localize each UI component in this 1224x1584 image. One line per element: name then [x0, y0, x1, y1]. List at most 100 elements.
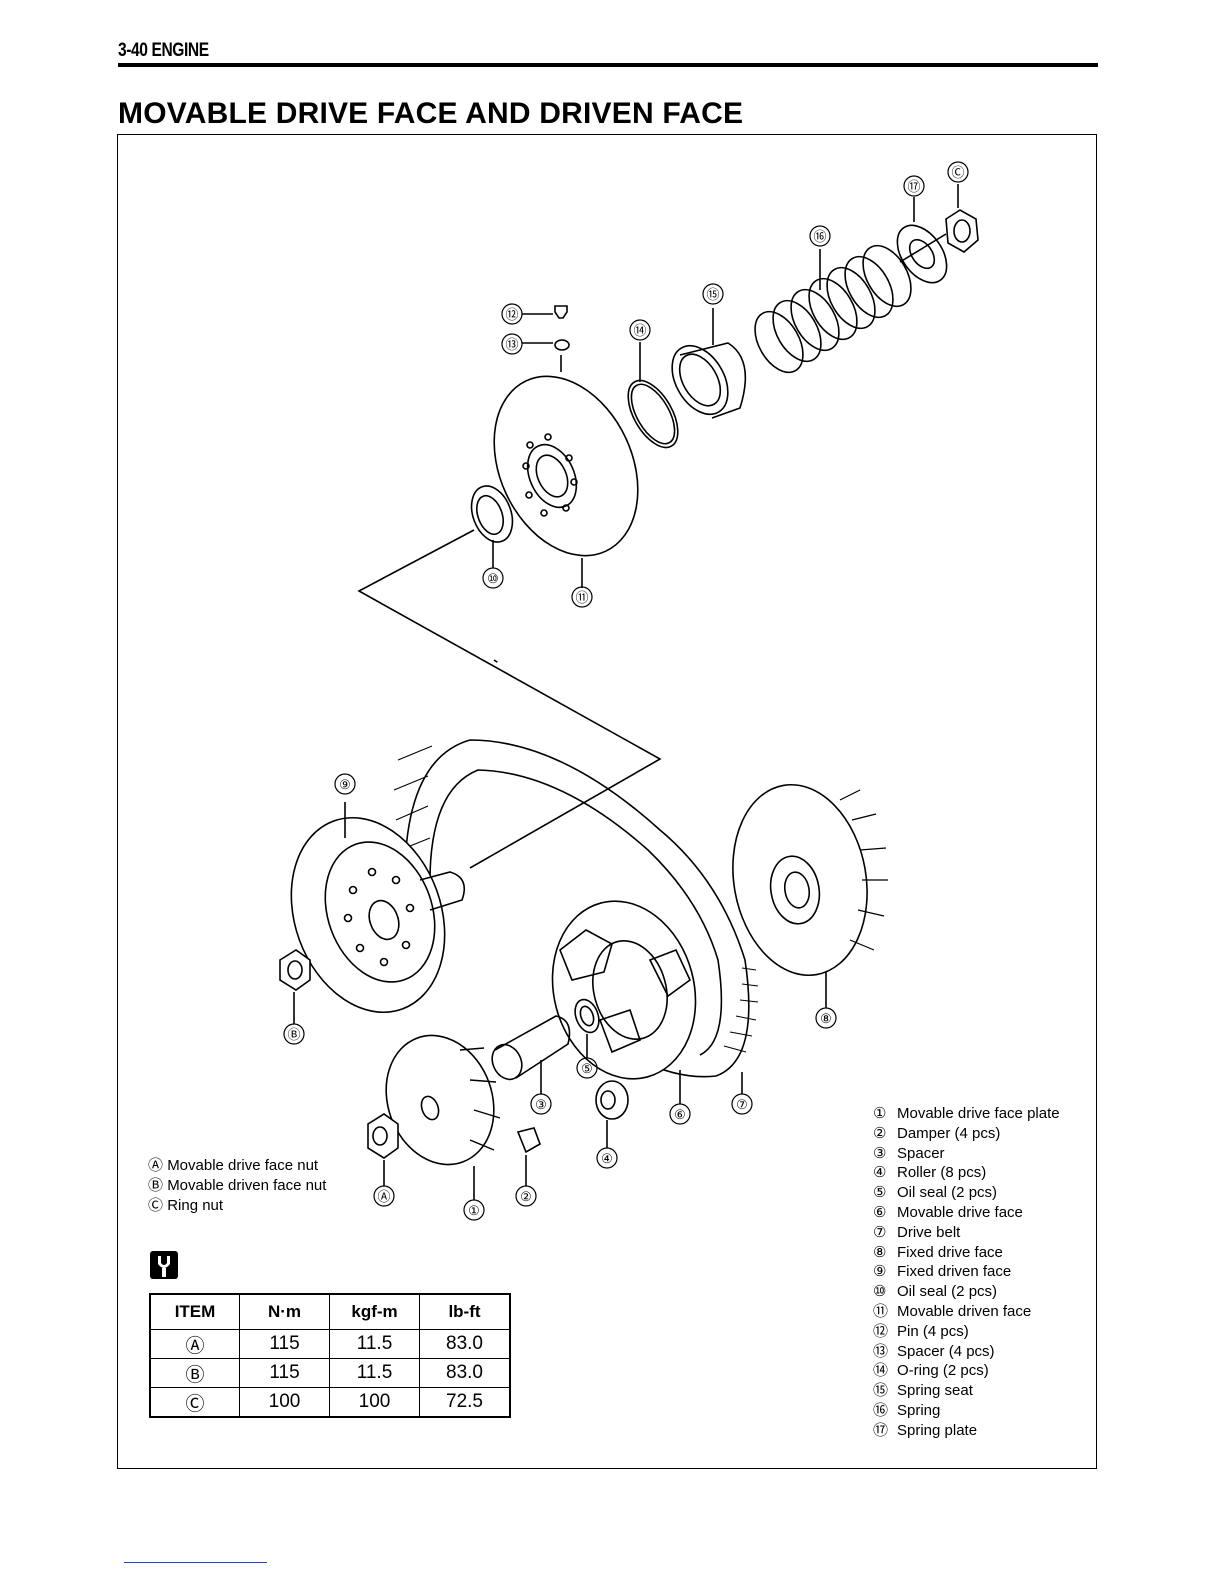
legend-label: Movable drive face: [897, 1203, 1023, 1221]
spacer-part: [491, 1015, 571, 1094]
callout-c: Ⓒ: [951, 165, 964, 180]
table-row: Ⓐ 115 11.5 83.0: [149, 1329, 511, 1359]
footer-link-line: [124, 1562, 267, 1563]
ring-nut-part: [945, 184, 979, 253]
legend-label: Ring nut: [167, 1197, 224, 1214]
parts-legend-row: ⑯ Spring: [873, 1401, 1060, 1421]
legend-mark: Ⓒ: [148, 1197, 164, 1214]
legend-mark: ⑥: [873, 1203, 887, 1221]
fixed-driven-face-part: [290, 802, 466, 1014]
legend-label: Spring: [897, 1401, 941, 1419]
callout-6: ⑥: [674, 1107, 686, 1122]
fixed-drive-face-part: [732, 783, 888, 1008]
callout-7: ⑦: [736, 1097, 748, 1112]
table-cell: 115: [239, 1358, 330, 1388]
parts-legend-row: ⑩ Oil seal (2 pcs): [873, 1282, 1060, 1302]
callout-markers: [283, 161, 969, 1221]
callout-1: ①: [468, 1203, 480, 1218]
legend-mark: ⑫: [873, 1322, 889, 1340]
roller-part: [595, 1080, 629, 1148]
legend-mark: ④: [873, 1164, 887, 1182]
movable-drive-face-part: [551, 900, 697, 1104]
table-cell: 11.5: [329, 1358, 420, 1388]
oil-seal-upper-part: [470, 485, 514, 568]
callout-11: ⑪: [575, 590, 588, 605]
legend-label: Movable drive face plate: [897, 1105, 1060, 1122]
parts-legend-row: ② Damper (4 pcs): [873, 1124, 1060, 1144]
callout-a: Ⓐ: [377, 1189, 390, 1204]
legend-label: Spacer: [897, 1144, 945, 1162]
parts-legend-row: ③ Spacer: [873, 1144, 1060, 1164]
callout-b: Ⓑ: [287, 1027, 300, 1042]
pin-spacer-part: [522, 305, 570, 372]
damper-part: [516, 1127, 541, 1186]
legend-mark: ①: [873, 1105, 887, 1122]
parts-legend-row: ⑬ Spacer (4 pcs): [873, 1342, 1060, 1362]
driven-face-nut-part: [279, 949, 311, 1024]
callout-4: ④: [601, 1151, 613, 1166]
nut-legend-row: Ⓒ Ring nut: [148, 1196, 326, 1216]
spring-seat-part: [671, 308, 747, 419]
legend-label: Pin (4 pcs): [897, 1322, 969, 1340]
callout-5: ⑤: [581, 1061, 593, 1076]
table-cell: 100: [329, 1387, 420, 1418]
legend-mark: ⑰: [873, 1421, 889, 1439]
legend-label: Drive belt: [897, 1223, 961, 1241]
legend-mark: ②: [873, 1124, 887, 1142]
spring-part: [754, 244, 912, 374]
legend-mark: ⑭: [873, 1362, 889, 1380]
table-row: Ⓒ 100 100 72.5: [149, 1387, 511, 1418]
page-title: MOVABLE DRIVE FACE AND DRIVEN FACE: [118, 97, 744, 130]
parts-legend-row: ① Movable drive face plate: [873, 1104, 1060, 1124]
callout-8: ⑧: [820, 1011, 832, 1026]
legend-mark: ⑯: [873, 1401, 889, 1419]
callout-2: ②: [520, 1189, 532, 1204]
column-header: lb-ft: [419, 1293, 511, 1330]
legend-label: Oil seal (2 pcs): [897, 1184, 998, 1202]
table-cell: Ⓑ: [149, 1358, 240, 1388]
legend-label: Fixed driven face: [897, 1263, 1012, 1281]
parts-legend-row: ⑫ Pin (4 pcs): [873, 1322, 1060, 1342]
spring-plate-part: [896, 197, 948, 284]
legend-label: Spring plate: [897, 1421, 978, 1439]
movable-drive-face-plate-part: [385, 1034, 501, 1200]
legend-mark: ⑬: [873, 1342, 889, 1360]
legend-label: Spacer (4 pcs): [897, 1342, 995, 1360]
movable-driven-face-part: [493, 375, 639, 588]
legend-mark: ⑤: [873, 1184, 887, 1202]
parts-legend: ① Movable drive face plate ② Damper (4 pcs…: [873, 1104, 1060, 1441]
parts-legend-row: ⑤ Oil seal (2 pcs): [873, 1183, 1060, 1203]
legend-label: Damper (4 pcs): [897, 1124, 1001, 1142]
callout-14: ⑭: [633, 323, 646, 338]
callout-17: ⑰: [907, 179, 920, 194]
parts-legend-row: ⑥ Movable drive face: [873, 1203, 1060, 1223]
legend-mark: ⑪: [873, 1302, 889, 1320]
table-cell: 100: [239, 1387, 330, 1418]
torque-table-header: ITEM N·m kgf-m lb-ft: [149, 1293, 511, 1330]
legend-mark: ⑨: [873, 1263, 887, 1281]
legend-mark: Ⓐ: [148, 1157, 164, 1174]
oil-seal-lower-part: [574, 998, 600, 1058]
callout-3: ③: [535, 1097, 547, 1112]
legend-mark: ③: [873, 1144, 887, 1162]
table-cell: 115: [239, 1329, 330, 1359]
section-label: 3-40 ENGINE: [118, 40, 209, 61]
legend-label: Movable drive face nut: [167, 1157, 319, 1174]
legend-mark: ⑩: [873, 1283, 887, 1301]
table-cell: Ⓒ: [149, 1387, 240, 1418]
torque-table: ITEM N·m kgf-m lb-ft Ⓐ 115 11.5 83.0 Ⓑ 1…: [149, 1293, 511, 1418]
legend-label: Oil seal (2 pcs): [897, 1283, 998, 1301]
callout-13: ⑬: [505, 337, 518, 352]
callout-16: ⑯: [813, 229, 826, 244]
legend-mark: ⑮: [873, 1382, 889, 1400]
callout-12: ⑫: [505, 307, 518, 322]
column-header: ITEM: [149, 1293, 240, 1330]
callout-15: ⑮: [706, 287, 719, 302]
